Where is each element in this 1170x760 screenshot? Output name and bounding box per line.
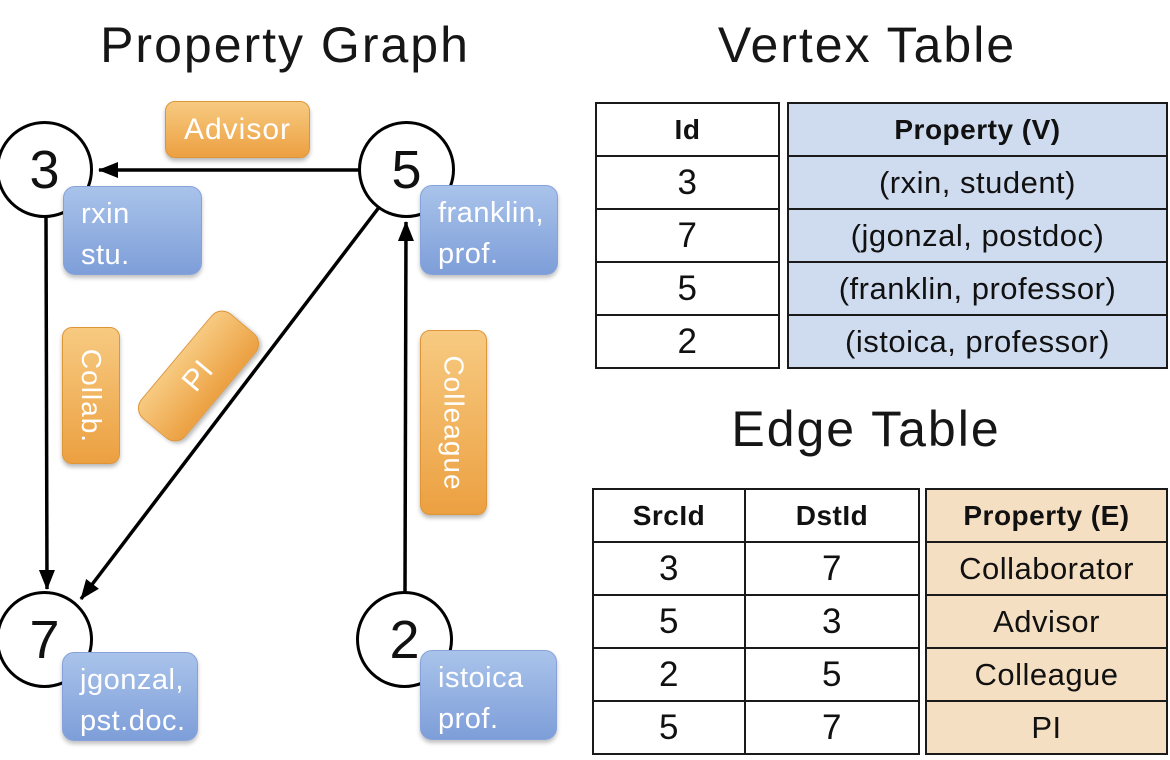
- vertex-id-cell: 5: [595, 261, 780, 316]
- edge-table-title: Edge Table: [731, 401, 1001, 457]
- edge-label-text: PI: [175, 353, 221, 398]
- edge-label-collab: Collab.: [62, 327, 120, 464]
- vertex-id-cell: 2: [595, 314, 780, 369]
- vertex-property-line: prof.: [438, 238, 499, 271]
- edge-table-header-dstid: DstId: [744, 488, 920, 543]
- edge-srcid-cell: 5: [592, 700, 746, 755]
- vertex-id: 2: [389, 609, 420, 670]
- vertex-table-header-id: Id: [595, 102, 780, 157]
- edge-dstid-cell: 7: [744, 700, 920, 755]
- edge-label-colleague: Colleague: [420, 330, 487, 515]
- table-row: 2: [595, 314, 780, 369]
- table-row: 5: [595, 261, 780, 316]
- vertex-property-cell: (istoica, professor): [787, 314, 1168, 369]
- vertex-property-box-istoica: istoica prof.: [420, 650, 557, 740]
- edge-dstid-cell: 3: [744, 594, 920, 649]
- vertex-table-property-column: Property (V) (rxin, student) (jgonzal, p…: [787, 102, 1168, 369]
- graph-edges-svg: [38, 162, 414, 601]
- vertex-property-box-rxin: rxin stu.: [63, 186, 202, 275]
- vertex-table-id-column: Id 3 7 5 2: [595, 102, 780, 369]
- vertex-property-box-jgonzal: jgonzal, pst.doc.: [62, 652, 198, 741]
- vertex-property-box-franklin: franklin, prof.: [420, 185, 558, 275]
- edge-label-text: Collab.: [76, 348, 108, 443]
- table-row: (istoica, professor): [787, 314, 1168, 369]
- vertex-id: 7: [29, 609, 60, 670]
- edge-label-advisor: Advisor: [165, 101, 310, 158]
- table-row: 7: [595, 208, 780, 263]
- edge-property-cell: Collaborator: [925, 541, 1168, 596]
- table-row: 2 5: [592, 647, 920, 702]
- vertex-id-cell: 7: [595, 208, 780, 263]
- edge-table-header-property: Property (E): [925, 488, 1168, 543]
- vertex-id-cell: 3: [595, 155, 780, 210]
- table-row: Colleague: [925, 647, 1168, 702]
- property-graph-title: Property Graph: [100, 17, 470, 73]
- vertex-property-line: stu.: [81, 239, 130, 272]
- edge-srcid-cell: 3: [592, 541, 746, 596]
- vertex-property-cell: (franklin, professor): [787, 261, 1168, 316]
- arrow-colleague-2-to-5: [397, 221, 414, 594]
- edge-label-text: Colleague: [438, 354, 470, 491]
- edge-dstid-cell: 7: [744, 541, 920, 596]
- vertex-id: 3: [29, 139, 60, 200]
- table-row: (franklin, professor): [787, 261, 1168, 316]
- vertex-property-cell: (rxin, student): [787, 155, 1168, 210]
- vertex-table-title: Vertex Table: [717, 17, 1017, 73]
- vertex-property-line: jgonzal,: [80, 664, 184, 696]
- edge-srcid-cell: 2: [592, 647, 746, 702]
- table-row: 3 7: [592, 541, 920, 596]
- table-row: (rxin, student): [787, 155, 1168, 210]
- arrow-pi-5-to-7: [79, 204, 382, 601]
- table-row: Collaborator: [925, 541, 1168, 596]
- vertex-property-line: franklin,: [438, 197, 545, 229]
- edge-property-cell: PI: [925, 700, 1168, 755]
- table-row: PI: [925, 700, 1168, 755]
- table-row: Advisor: [925, 594, 1168, 649]
- table-row: 3: [595, 155, 780, 210]
- vertex-table-header-property: Property (V): [787, 102, 1168, 157]
- arrow-collab-3-to-7: [38, 216, 55, 590]
- edge-srcid-cell: 5: [592, 594, 746, 649]
- edge-table-id-columns: SrcId DstId 3 7 5 3 2 5 5 7: [592, 488, 920, 755]
- edge-property-cell: Colleague: [925, 647, 1168, 702]
- vertex-property-line: prof.: [438, 703, 499, 736]
- vertex-property-line: rxin: [81, 198, 130, 230]
- edge-property-cell: Advisor: [925, 594, 1168, 649]
- vertex-property-line: istoica: [438, 662, 524, 694]
- vertex-id: 5: [391, 139, 422, 200]
- vertex-property-line: pst.doc.: [80, 705, 186, 738]
- vertex-property-cell: (jgonzal, postdoc): [787, 208, 1168, 263]
- edge-dstid-cell: 5: [744, 647, 920, 702]
- edge-label-text: Advisor: [183, 112, 292, 146]
- table-row: 5 3: [592, 594, 920, 649]
- table-row: 5 7: [592, 700, 920, 755]
- table-row: (jgonzal, postdoc): [787, 208, 1168, 263]
- edge-table-property-column: Property (E) Collaborator Advisor Collea…: [925, 488, 1168, 755]
- edge-table-header-srcid: SrcId: [592, 488, 746, 543]
